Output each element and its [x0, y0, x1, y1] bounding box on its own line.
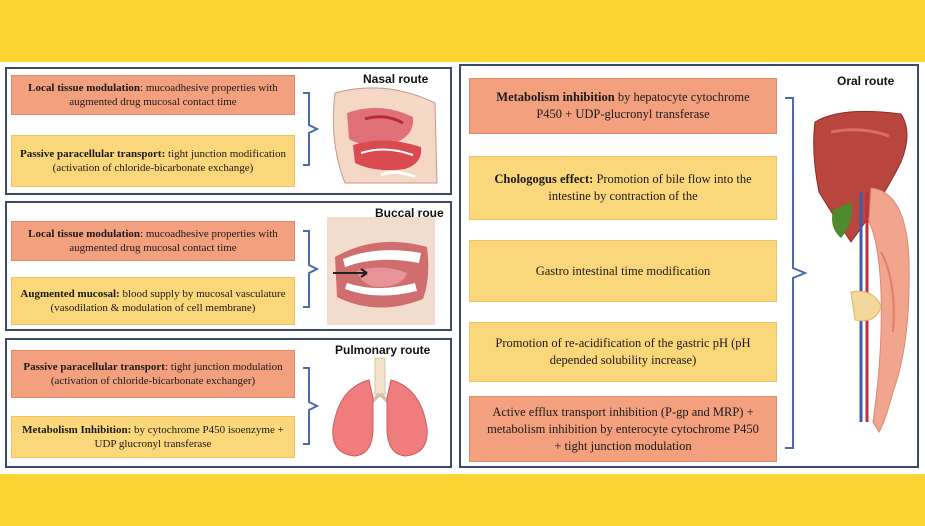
pulmonary-route-panel: Pulmonary route Passive paracellular tra… [5, 338, 452, 468]
nasal-box-local-tissue: Local tissue modulation: mucoadhesive pr… [11, 75, 295, 115]
nasal-bracket [301, 91, 321, 167]
oral-bracket [783, 96, 811, 450]
top-band [0, 0, 925, 62]
buccal-box-augmented-mucosal: Augmented mucosal: blood supply by mucos… [11, 277, 295, 325]
pulmonary-box-paracellular: Passive paracellular transport: tight ju… [11, 350, 295, 398]
oral-box-metabolism-inhibition: Metabolism inhibition by hepatocyte cyto… [469, 78, 777, 134]
oral-box-reacidification: Promotion of re-acidification of the gas… [469, 322, 777, 382]
buccal-route-panel: Buccal roue Local tissue modulation: muc… [5, 201, 452, 331]
buccal-bracket [301, 229, 321, 309]
nasal-route-panel: Nasal route Local tissue modulation: muc… [5, 67, 452, 195]
oral-box-chologogus: Chologogus effect: Promotion of bile flo… [469, 156, 777, 220]
oral-route-title: Oral route [837, 74, 894, 88]
nasal-box-paracellular: Passive paracellular transport: tight ju… [11, 135, 295, 187]
bottom-band [0, 474, 925, 526]
liver-stomach-illustration [811, 92, 915, 462]
oral-box-gastro-intestinal: Gastro intestinal time modification [469, 240, 777, 302]
lungs-illustration [325, 358, 437, 462]
oral-box-efflux-inhibition: Active efflux transport inhibition (P-gp… [469, 396, 777, 462]
pulmonary-box-metabolism: Metabolism Inhibition: by cytochrome P45… [11, 416, 295, 458]
mouth-illustration [327, 217, 435, 325]
pulmonary-route-title: Pulmonary route [335, 343, 430, 357]
pulmonary-bracket [301, 366, 321, 446]
buccal-box-local-tissue: Local tissue modulation: mucoadhesive pr… [11, 221, 295, 261]
nasal-cavity-illustration [325, 83, 445, 191]
oral-route-panel: Oral route Metabolism inhibition by hepa… [459, 64, 919, 468]
